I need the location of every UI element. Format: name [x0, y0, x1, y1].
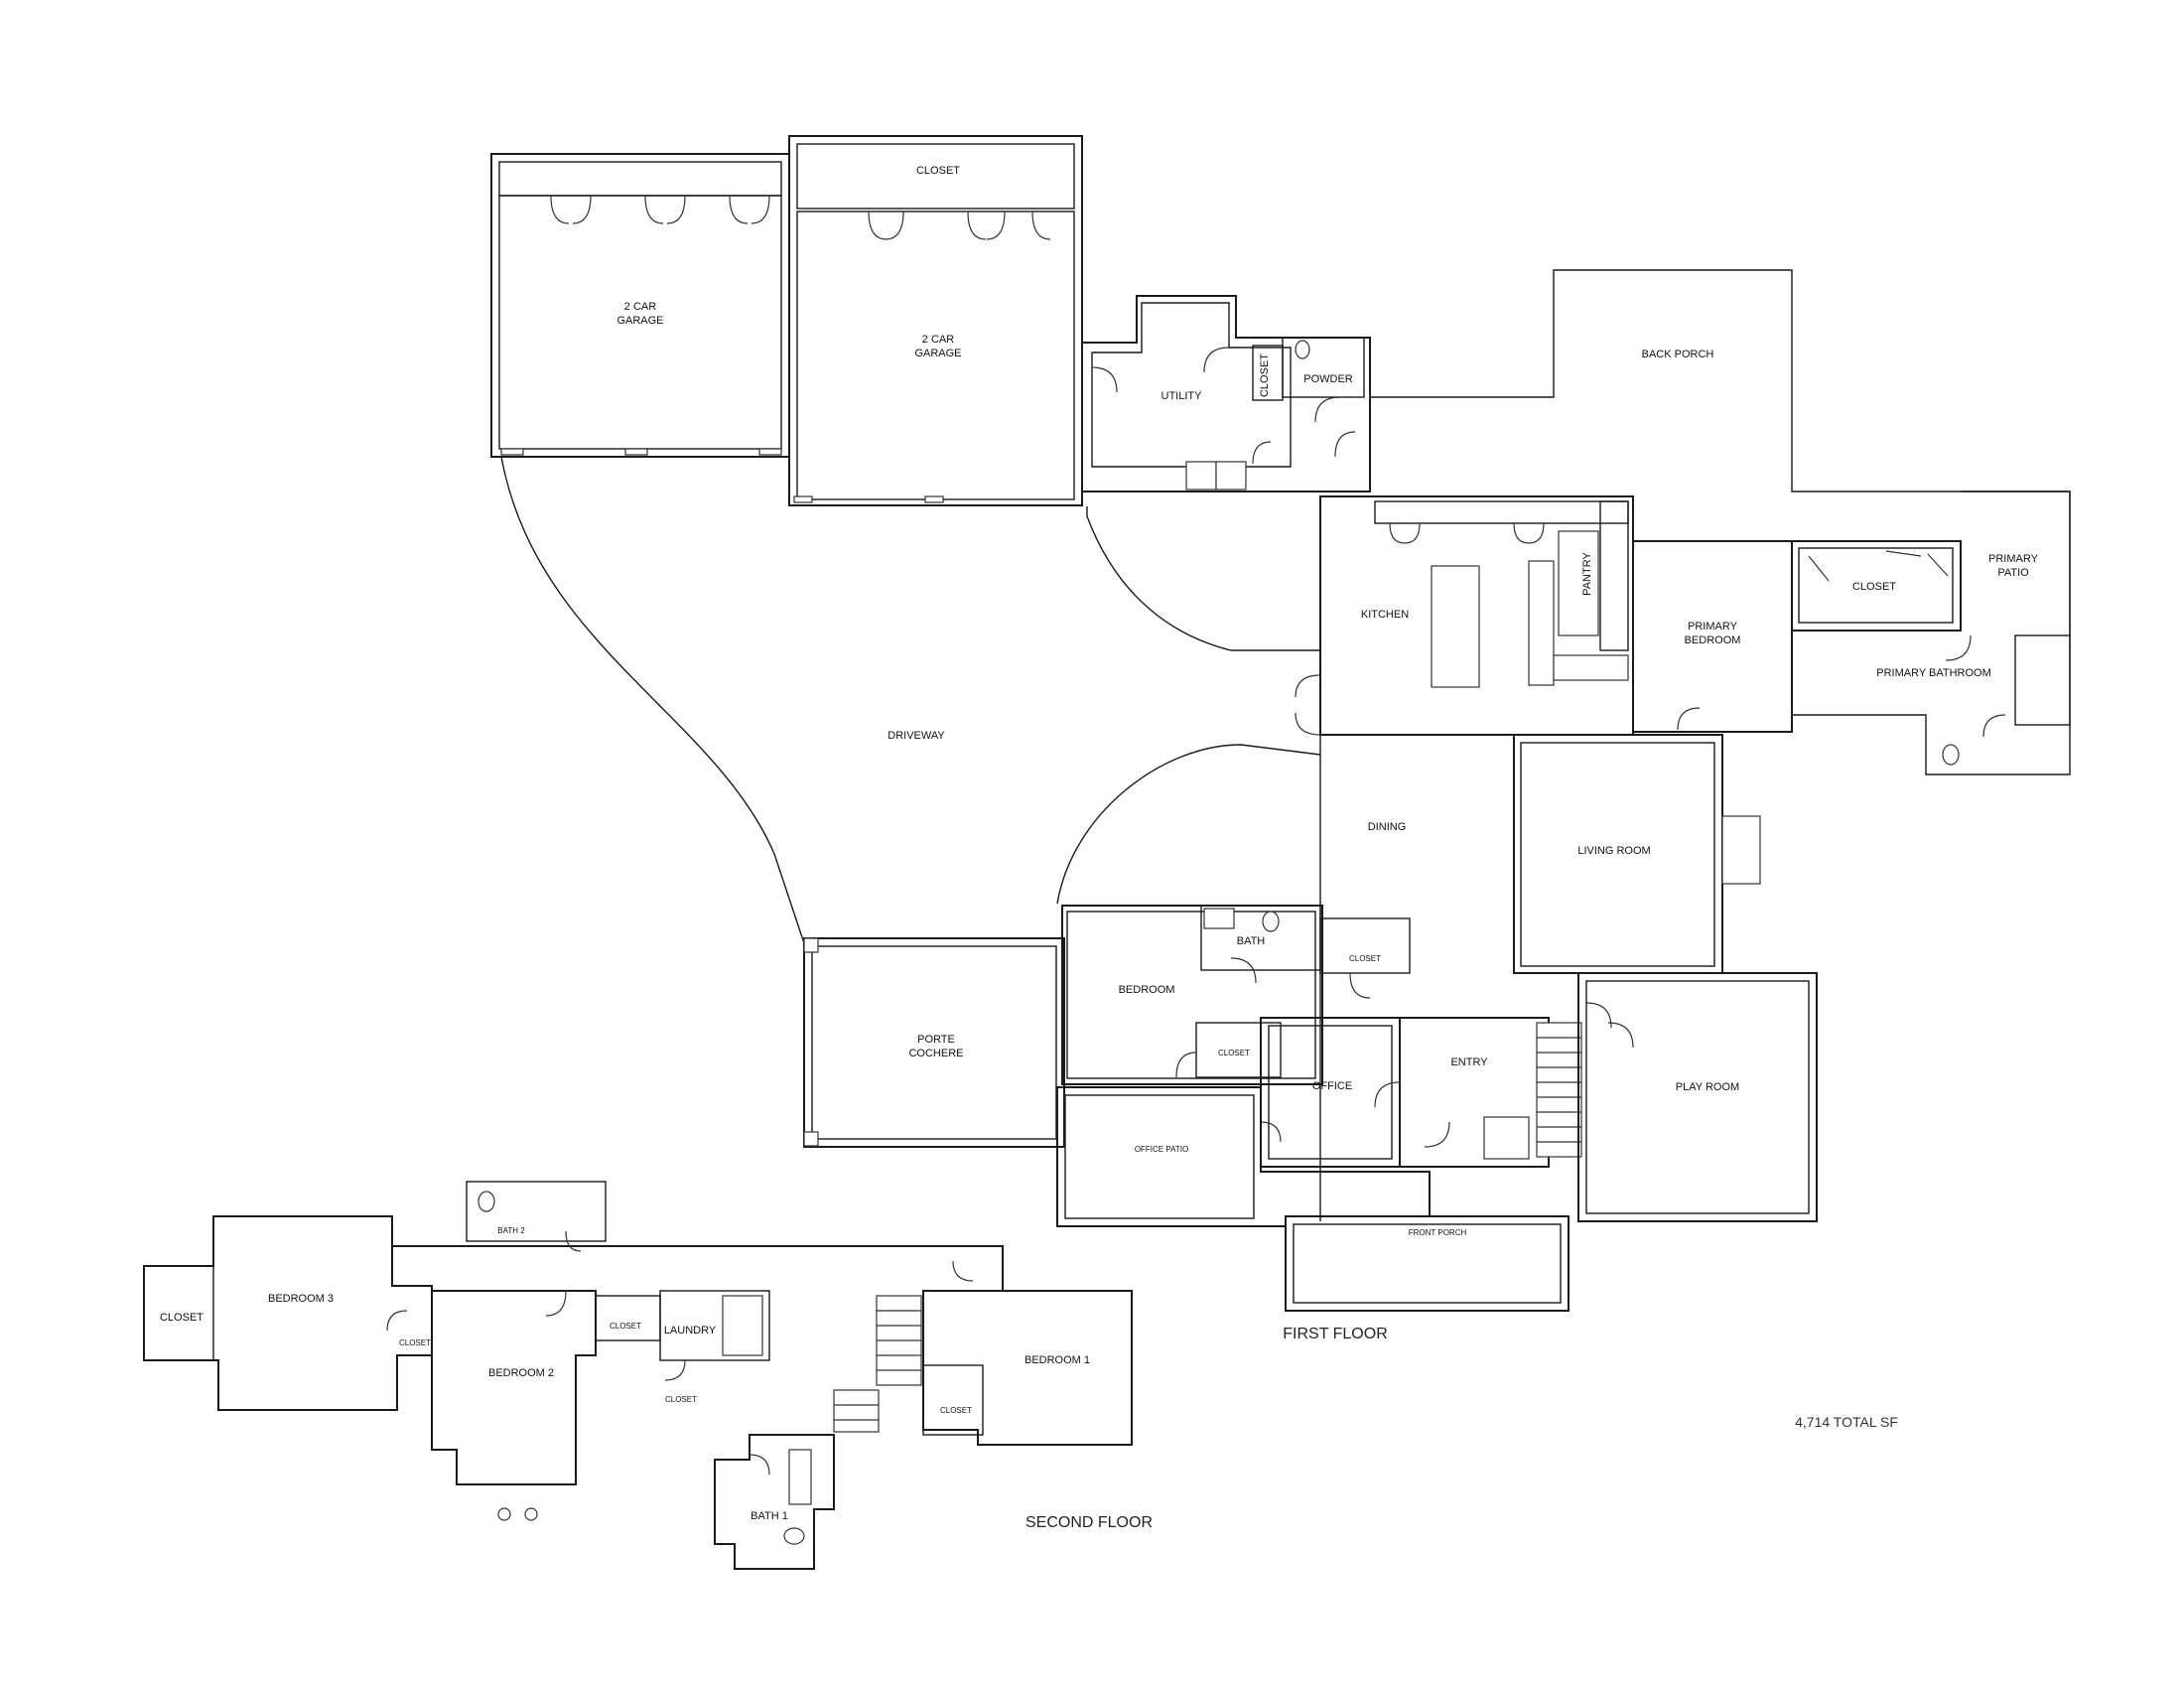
- room-utility: UTILITY: [1161, 390, 1203, 402]
- room-living-room: LIVING ROOM: [1577, 845, 1650, 857]
- room-garage-left-line2: GARAGE: [616, 315, 663, 327]
- room-front-porch: FRONT PORCH: [1409, 1228, 1467, 1237]
- room-garage-closet: CLOSET: [916, 165, 960, 177]
- room-office-patio: OFFICE PATIO: [1135, 1145, 1188, 1154]
- room-bath: BATH: [1237, 935, 1266, 947]
- room-closet-b1: CLOSET: [940, 1406, 972, 1415]
- guest-bedroom-block: [1061, 905, 1411, 1085]
- room-bedroom-closet: CLOSET: [1218, 1049, 1250, 1057]
- room-office: OFFICE: [1312, 1080, 1352, 1092]
- room-garage-right-line1: 2 CAR: [922, 334, 954, 346]
- driveway: [500, 456, 1321, 1221]
- room-entry: ENTRY: [1450, 1056, 1488, 1068]
- room-play-room: PLAY ROOM: [1676, 1081, 1739, 1093]
- room-primary-closet: CLOSET: [1852, 581, 1896, 593]
- living-dining: [1513, 734, 1761, 974]
- room-labels: 2 CAR GARAGE CLOSET 2 CAR GARAGE UTILITY…: [160, 165, 2039, 1522]
- first-floor: [490, 135, 2071, 1312]
- room-laundry: LAUNDRY: [664, 1325, 717, 1336]
- utility-wing: [1081, 295, 1371, 492]
- room-back-porch: BACK PORCH: [1642, 349, 1714, 360]
- room-bedroom-1: BEDROOM 1: [1024, 1354, 1090, 1366]
- room-kitchen: KITCHEN: [1361, 609, 1409, 621]
- room-bedroom: BEDROOM: [1119, 984, 1175, 996]
- room-garage-left-line1: 2 CAR: [624, 301, 656, 313]
- room-primary-bathroom: PRIMARY BATHROOM: [1876, 667, 1991, 679]
- room-bedroom-3: BEDROOM 3: [268, 1293, 334, 1305]
- room-primary-bedroom-line1: PRIMARY: [1688, 621, 1738, 633]
- porte-cochere: [803, 937, 1065, 1148]
- room-closet-small: CLOSET: [399, 1338, 431, 1347]
- room-porte-cochere-line2: COCHERE: [908, 1048, 963, 1059]
- room-dining: DINING: [1368, 821, 1407, 833]
- play-room: [1577, 972, 1818, 1222]
- room-garage-right-line2: GARAGE: [914, 348, 961, 359]
- room-powder: POWDER: [1303, 373, 1353, 385]
- room-primary-bedroom-line2: BEDROOM: [1685, 634, 1741, 646]
- room-pantry: PANTRY: [1581, 552, 1593, 596]
- room-bath-1: BATH 1: [751, 1510, 788, 1522]
- room-porte-cochere-line1: PORTE: [917, 1034, 955, 1046]
- room-bedroom-2: BEDROOM 2: [488, 1367, 554, 1379]
- room-primary-patio-line1: PRIMARY: [1988, 553, 2039, 565]
- room-closet-b2: CLOSET: [610, 1322, 641, 1331]
- room-utility-closet: CLOSET: [1259, 353, 1271, 397]
- second-floor-label: SECOND FLOOR: [1025, 1514, 1153, 1531]
- room-bath-2: BATH 2: [497, 1226, 525, 1235]
- room-closet-laundry: CLOSET: [665, 1395, 697, 1404]
- room-closet-b3: CLOSET: [160, 1312, 204, 1324]
- room-closet-hall: CLOSET: [1349, 954, 1381, 963]
- room-driveway: DRIVEWAY: [887, 730, 945, 742]
- total-square-footage: 4,714 TOTAL SF: [1795, 1414, 1898, 1430]
- garage-right: [788, 135, 1083, 506]
- room-primary-patio-line2: PATIO: [1997, 567, 2029, 579]
- office-entry-block: [1056, 1017, 1634, 1312]
- first-floor-label: FIRST FLOOR: [1283, 1326, 1388, 1342]
- primary-suite: [1632, 491, 2071, 775]
- second-floor: [143, 1181, 1133, 1570]
